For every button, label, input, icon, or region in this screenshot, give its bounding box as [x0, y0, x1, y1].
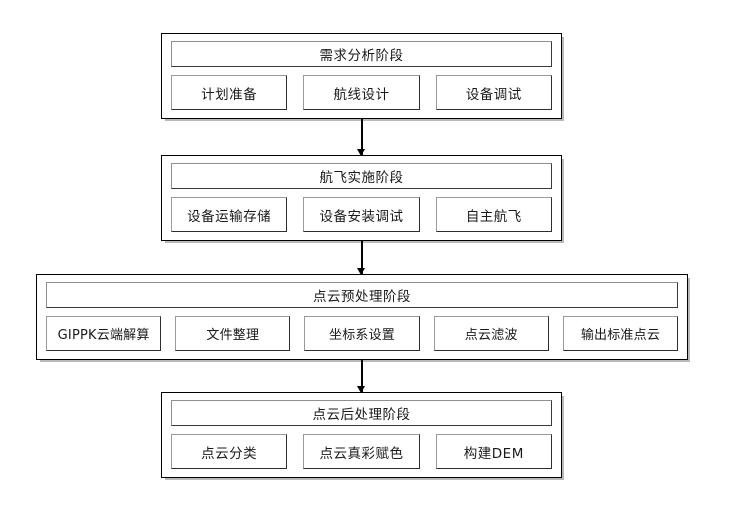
- stage-header-title: 航飞实施阶段: [171, 163, 552, 189]
- step-box[interactable]: GIPPK云端解算: [46, 316, 162, 351]
- step-box[interactable]: 点云真彩赋色: [303, 434, 420, 469]
- stage-step-row: GIPPK云端解算 文件整理 坐标系设置 点云滤波 输出标准点云: [46, 316, 679, 351]
- arrow-down-icon: [355, 360, 369, 393]
- stage-inner: 需求分析阶段 计划准备 航线设计 设备调试: [171, 41, 552, 110]
- stage-point-cloud-preprocessing[interactable]: 点云预处理阶段 GIPPK云端解算 文件整理 坐标系设置 点云滤波 输出标准点云: [36, 274, 688, 360]
- step-box[interactable]: 自主航飞: [435, 197, 552, 232]
- step-box[interactable]: 点云分类: [171, 434, 288, 469]
- stage-inner: 点云后处理阶段 点云分类 点云真彩赋色 构建DEM: [171, 400, 552, 469]
- stage-header-title: 需求分析阶段: [171, 41, 552, 67]
- step-box[interactable]: 设备调试: [435, 75, 552, 110]
- stage-point-cloud-postprocessing[interactable]: 点云后处理阶段 点云分类 点云真彩赋色 构建DEM: [161, 392, 562, 478]
- step-box[interactable]: 计划准备: [171, 75, 288, 110]
- stage-flight-execution[interactable]: 航飞实施阶段 设备运输存储 设备安装调试 自主航飞: [161, 155, 562, 241]
- stage-step-row: 点云分类 点云真彩赋色 构建DEM: [171, 434, 552, 469]
- arrow-shaft: [361, 360, 363, 392]
- stage-requirement-analysis[interactable]: 需求分析阶段 计划准备 航线设计 设备调试: [161, 33, 562, 119]
- step-box[interactable]: 坐标系设置: [304, 316, 420, 351]
- step-box[interactable]: 设备安装调试: [303, 197, 420, 232]
- step-box[interactable]: 文件整理: [175, 316, 291, 351]
- step-box[interactable]: 航线设计: [303, 75, 420, 110]
- stage-inner: 航飞实施阶段 设备运输存储 设备安装调试 自主航飞: [171, 163, 552, 232]
- step-box[interactable]: 设备运输存储: [171, 197, 288, 232]
- arrow-shaft: [361, 119, 363, 155]
- stage-header-title: 点云后处理阶段: [171, 400, 552, 426]
- arrow-down-icon: [355, 241, 369, 275]
- stage-step-row: 计划准备 航线设计 设备调试: [171, 75, 552, 110]
- arrow-down-icon: [355, 119, 369, 156]
- stage-header-title: 点云预处理阶段: [46, 282, 678, 308]
- arrow-shaft: [361, 241, 363, 274]
- step-box[interactable]: 点云滤波: [433, 316, 549, 351]
- stage-inner: 点云预处理阶段 GIPPK云端解算 文件整理 坐标系设置 点云滤波 输出标准点云: [46, 282, 679, 351]
- step-box[interactable]: 构建DEM: [435, 434, 552, 469]
- stage-step-row: 设备运输存储 设备安装调试 自主航飞: [171, 197, 552, 232]
- step-box[interactable]: 输出标准点云: [562, 316, 679, 351]
